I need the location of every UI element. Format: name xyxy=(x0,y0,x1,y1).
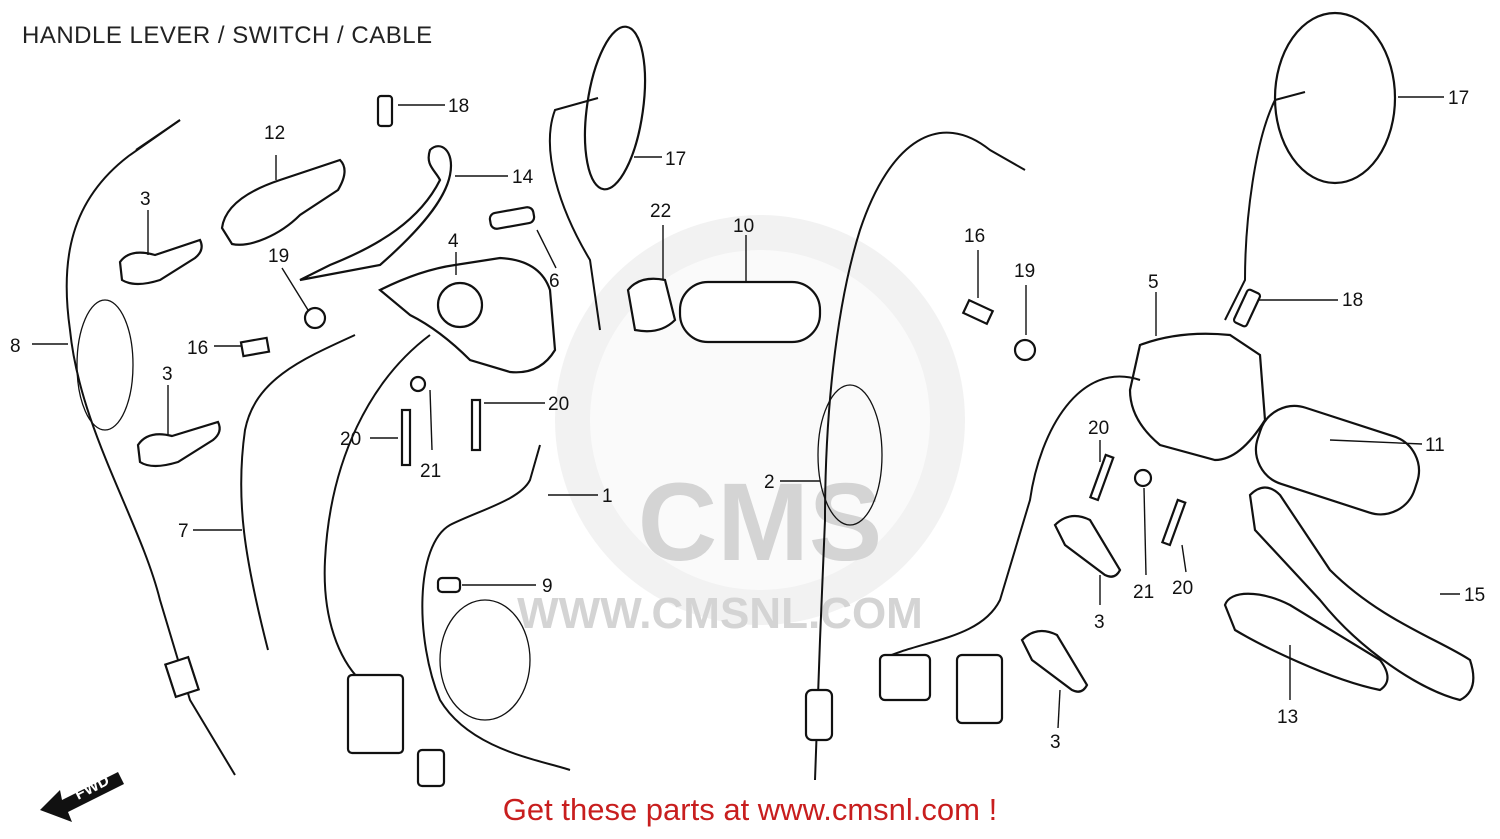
callout-21b: 21 xyxy=(1133,582,1154,603)
callout-15: 15 xyxy=(1464,585,1485,606)
lever-15 xyxy=(1248,486,1475,702)
mirror-17-right xyxy=(1224,11,1397,321)
grip-11 xyxy=(1254,404,1421,516)
callout-17a: 17 xyxy=(665,149,686,170)
callout-21a: 21 xyxy=(420,461,441,482)
callout-18b: 18 xyxy=(1342,290,1363,311)
clamp-3-upper-right xyxy=(1053,514,1122,578)
mirror-17-left xyxy=(548,25,647,331)
harness-left xyxy=(323,334,446,788)
callout-22: 22 xyxy=(650,201,671,222)
callout-13: 13 xyxy=(1277,707,1298,728)
callout-12: 12 xyxy=(264,123,285,144)
diagram-title: HANDLE LEVER / SWITCH / CABLE xyxy=(22,22,433,49)
callout-3c: 3 xyxy=(1094,612,1105,633)
watermark-url: WWW.CMSNL.COM xyxy=(517,589,923,638)
callout-19a: 19 xyxy=(268,246,289,267)
callout-6: 6 xyxy=(549,271,560,292)
cable-8 xyxy=(65,119,236,776)
fasteners xyxy=(239,94,1262,594)
callout-1: 1 xyxy=(602,486,613,507)
lever-cover-12 xyxy=(220,158,346,246)
cable-7 xyxy=(240,334,356,651)
callout-7: 7 xyxy=(178,521,189,542)
callout-20b: 20 xyxy=(548,394,569,415)
callout-11: 11 xyxy=(1425,435,1445,456)
callout-16b: 16 xyxy=(964,226,985,247)
callout-18a: 18 xyxy=(448,96,469,117)
callout-3d: 3 xyxy=(1050,732,1061,753)
cable-2 xyxy=(804,131,1026,781)
clamp-3-lower-right xyxy=(1020,629,1089,693)
callout-14: 14 xyxy=(512,167,534,188)
callout-3a: 3 xyxy=(140,189,151,210)
callout-20c: 20 xyxy=(1088,418,1109,439)
callout-2: 2 xyxy=(764,472,775,493)
callout-4: 4 xyxy=(448,231,459,252)
watermark: CMS WWW.CMSNL.COM xyxy=(517,215,965,638)
clamp-3-upper-left xyxy=(118,238,203,286)
callout-5: 5 xyxy=(1148,272,1159,293)
footer-promo: Get these parts at www.cmsnl.com ! xyxy=(502,792,998,827)
watermark-logo: CMS xyxy=(638,461,882,584)
callout-20d: 20 xyxy=(1172,578,1193,599)
cable-1 xyxy=(421,444,571,771)
callout-19b: 19 xyxy=(1014,261,1035,282)
lever-14 xyxy=(299,145,453,282)
throttle-grip xyxy=(626,277,822,344)
lever-cover-13 xyxy=(1223,592,1389,692)
callout-labels: 1 2 3 3 3 3 4 5 6 7 8 9 10 11 12 13 14 1… xyxy=(10,88,1485,753)
switch-housing-4 xyxy=(378,256,557,374)
leader-lines xyxy=(32,96,1460,729)
callout-3b: 3 xyxy=(162,364,173,385)
callout-20a: 20 xyxy=(340,429,361,450)
callout-8: 8 xyxy=(10,336,21,357)
callout-9: 9 xyxy=(542,576,553,597)
switch-housing-5 xyxy=(1128,332,1267,462)
harness-right xyxy=(878,375,1141,725)
callout-16a: 16 xyxy=(187,338,208,359)
callout-10: 10 xyxy=(733,216,754,237)
clamp-3-lower-left xyxy=(136,420,221,468)
callout-17b: 17 xyxy=(1448,88,1469,109)
